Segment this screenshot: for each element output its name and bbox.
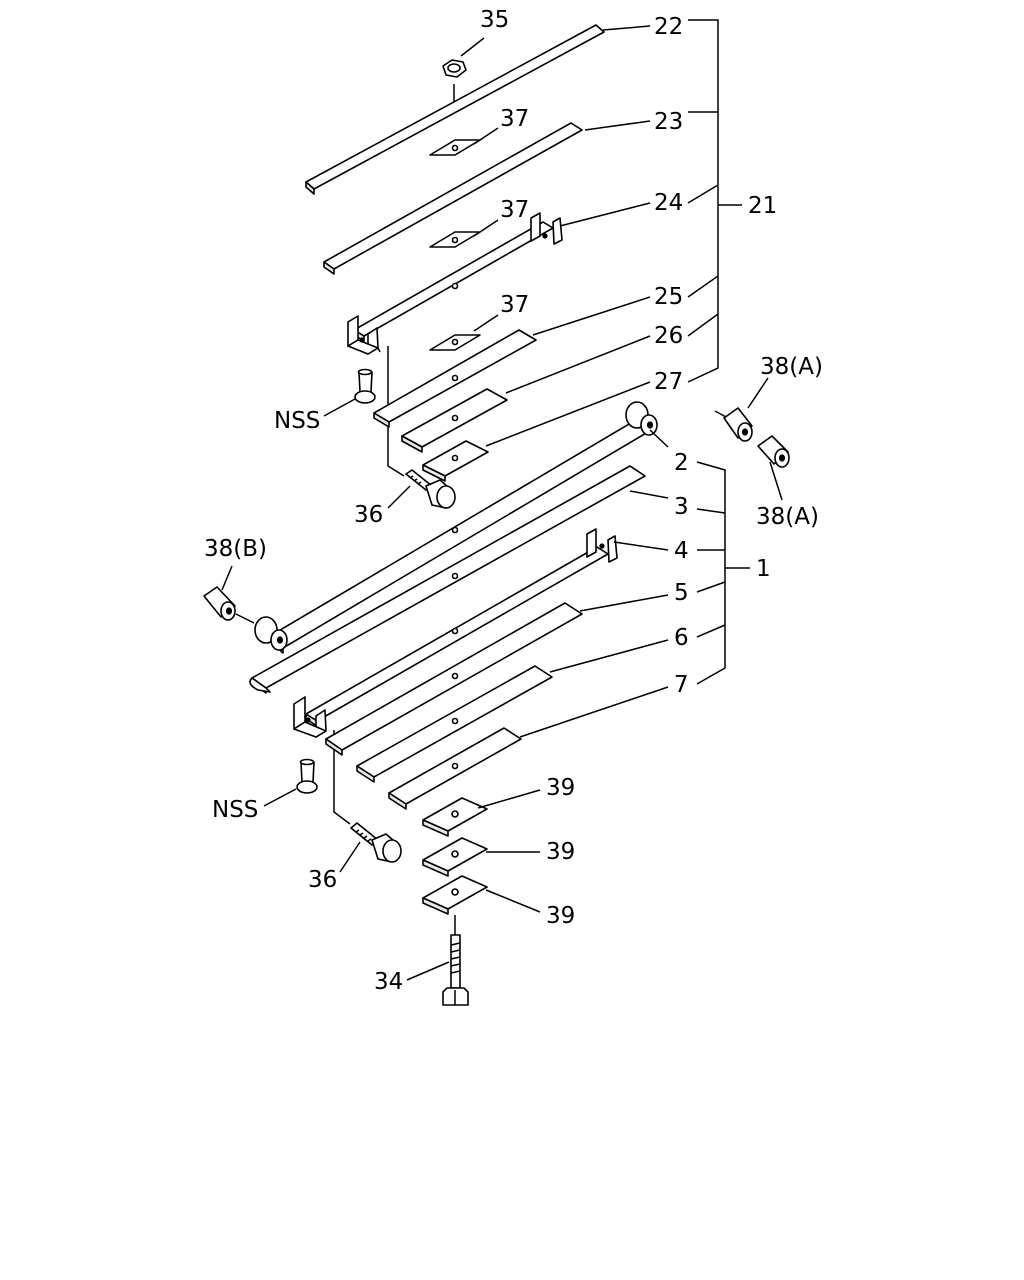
part-35-nut — [442, 59, 467, 106]
label-nss-upper: NSS — [274, 408, 320, 434]
part-39-plate-a — [422, 797, 488, 837]
part-36-bolt-upper — [405, 469, 456, 509]
label-37-c: 37 — [500, 292, 529, 318]
part-38a-bushing-upper — [714, 407, 753, 442]
label-2: 2 — [674, 450, 689, 476]
label-nss-lower: NSS — [212, 797, 258, 823]
label-35: 35 — [480, 7, 509, 33]
label-37-a: 37 — [500, 106, 529, 132]
part-5-leaf — [325, 602, 583, 756]
leader-lines — [221, 19, 783, 981]
label-38a-upper: 38(A) — [760, 354, 823, 380]
label-23: 23 — [654, 109, 683, 135]
part-26-leaf — [401, 388, 508, 453]
label-37-b: 37 — [500, 197, 529, 223]
part-23-leaf — [323, 122, 583, 275]
part-labels: 35 22 23 24 25 26 27 21 37 37 37 NSS 36 … — [204, 7, 823, 995]
part-37-pad-b — [429, 231, 481, 248]
label-39-c: 39 — [546, 903, 575, 929]
label-27: 27 — [654, 369, 683, 395]
part-6-leaf — [356, 665, 553, 783]
part-22-leaf — [305, 24, 605, 195]
part-2-main-leaf — [254, 401, 658, 654]
label-22: 22 — [654, 14, 683, 40]
part-34-center-bolt — [442, 915, 469, 1006]
part-39-plate-c — [422, 875, 488, 915]
label-38a-lower: 38(A) — [756, 504, 819, 530]
label-7: 7 — [674, 672, 689, 698]
part-38b-bushing — [203, 586, 255, 624]
part-36-bolt-lower — [350, 822, 402, 863]
part-24-leaf — [347, 212, 563, 355]
part-37-pad-a — [429, 139, 481, 156]
part-37-pad-c — [429, 334, 481, 351]
part-27-leaf — [422, 440, 489, 482]
label-38b: 38(B) — [204, 536, 267, 562]
part-7-leaf — [388, 727, 522, 810]
alignment-line-upper — [387, 346, 405, 477]
label-39-b: 39 — [546, 839, 575, 865]
label-3: 3 — [674, 494, 689, 520]
label-26: 26 — [654, 323, 683, 349]
label-6: 6 — [674, 625, 689, 651]
part-39-plate-b — [422, 837, 488, 877]
label-4: 4 — [674, 538, 689, 564]
label-1: 1 — [756, 556, 771, 582]
label-21: 21 — [748, 193, 777, 219]
label-36-lower: 36 — [308, 867, 337, 893]
nss-lower-rivet — [296, 758, 318, 794]
label-36-upper: 36 — [354, 502, 383, 528]
part-3-leaf — [249, 465, 646, 694]
part-25-leaf — [373, 329, 537, 428]
label-34: 34 — [374, 969, 403, 995]
alignment-line-lower — [333, 730, 351, 825]
part-4-leaf — [293, 528, 618, 738]
label-39-a: 39 — [546, 775, 575, 801]
label-24: 24 — [654, 190, 683, 216]
part-38a-bushing-lower — [757, 435, 790, 468]
label-25: 25 — [654, 284, 683, 310]
nss-upper-rivet — [354, 368, 376, 404]
label-5: 5 — [674, 580, 689, 606]
